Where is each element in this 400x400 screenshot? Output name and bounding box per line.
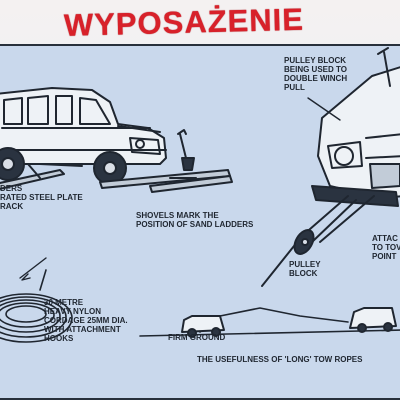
offroad-vehicle-icon: [0, 87, 167, 185]
label-shovels: SHOVELS MARK THE POSITION OF SAND LADDER…: [136, 211, 254, 229]
small-vehicle-icon-right: [349, 307, 397, 333]
label-rope: 30 METRE HEAVY NYLON CORDAGE 25MM DIA. W…: [44, 298, 128, 343]
label-ladders: DERS RATED STEEL PLATE RACK: [0, 184, 83, 211]
label-attach: ATTAC TO TOV POINT: [372, 234, 400, 261]
coiled-rope-icon: [0, 269, 73, 343]
label-usefulness: THE USEFULNESS OF 'LONG' TOW ROPES: [197, 355, 363, 364]
pointer-lines: [19, 97, 341, 281]
small-vehicle-icon-left: [181, 315, 225, 338]
illustration-artwork: [0, 47, 400, 343]
label-pulley-block: PULLEY BLOCK: [289, 260, 321, 278]
illustration-panel: PULLEY BLOCK BEING USED TO DOUBLE WINCH …: [0, 44, 400, 400]
label-firm-ground: FIRM GROUND: [168, 333, 226, 342]
pulley-block-icon: [293, 229, 315, 255]
label-pulley-block-winch: PULLEY BLOCK BEING USED TO DOUBLE WINCH …: [284, 56, 348, 92]
vehicle-front-icon: [311, 47, 400, 207]
sand-ladders-icon: [0, 163, 233, 193]
shovel-icon: [177, 129, 195, 171]
